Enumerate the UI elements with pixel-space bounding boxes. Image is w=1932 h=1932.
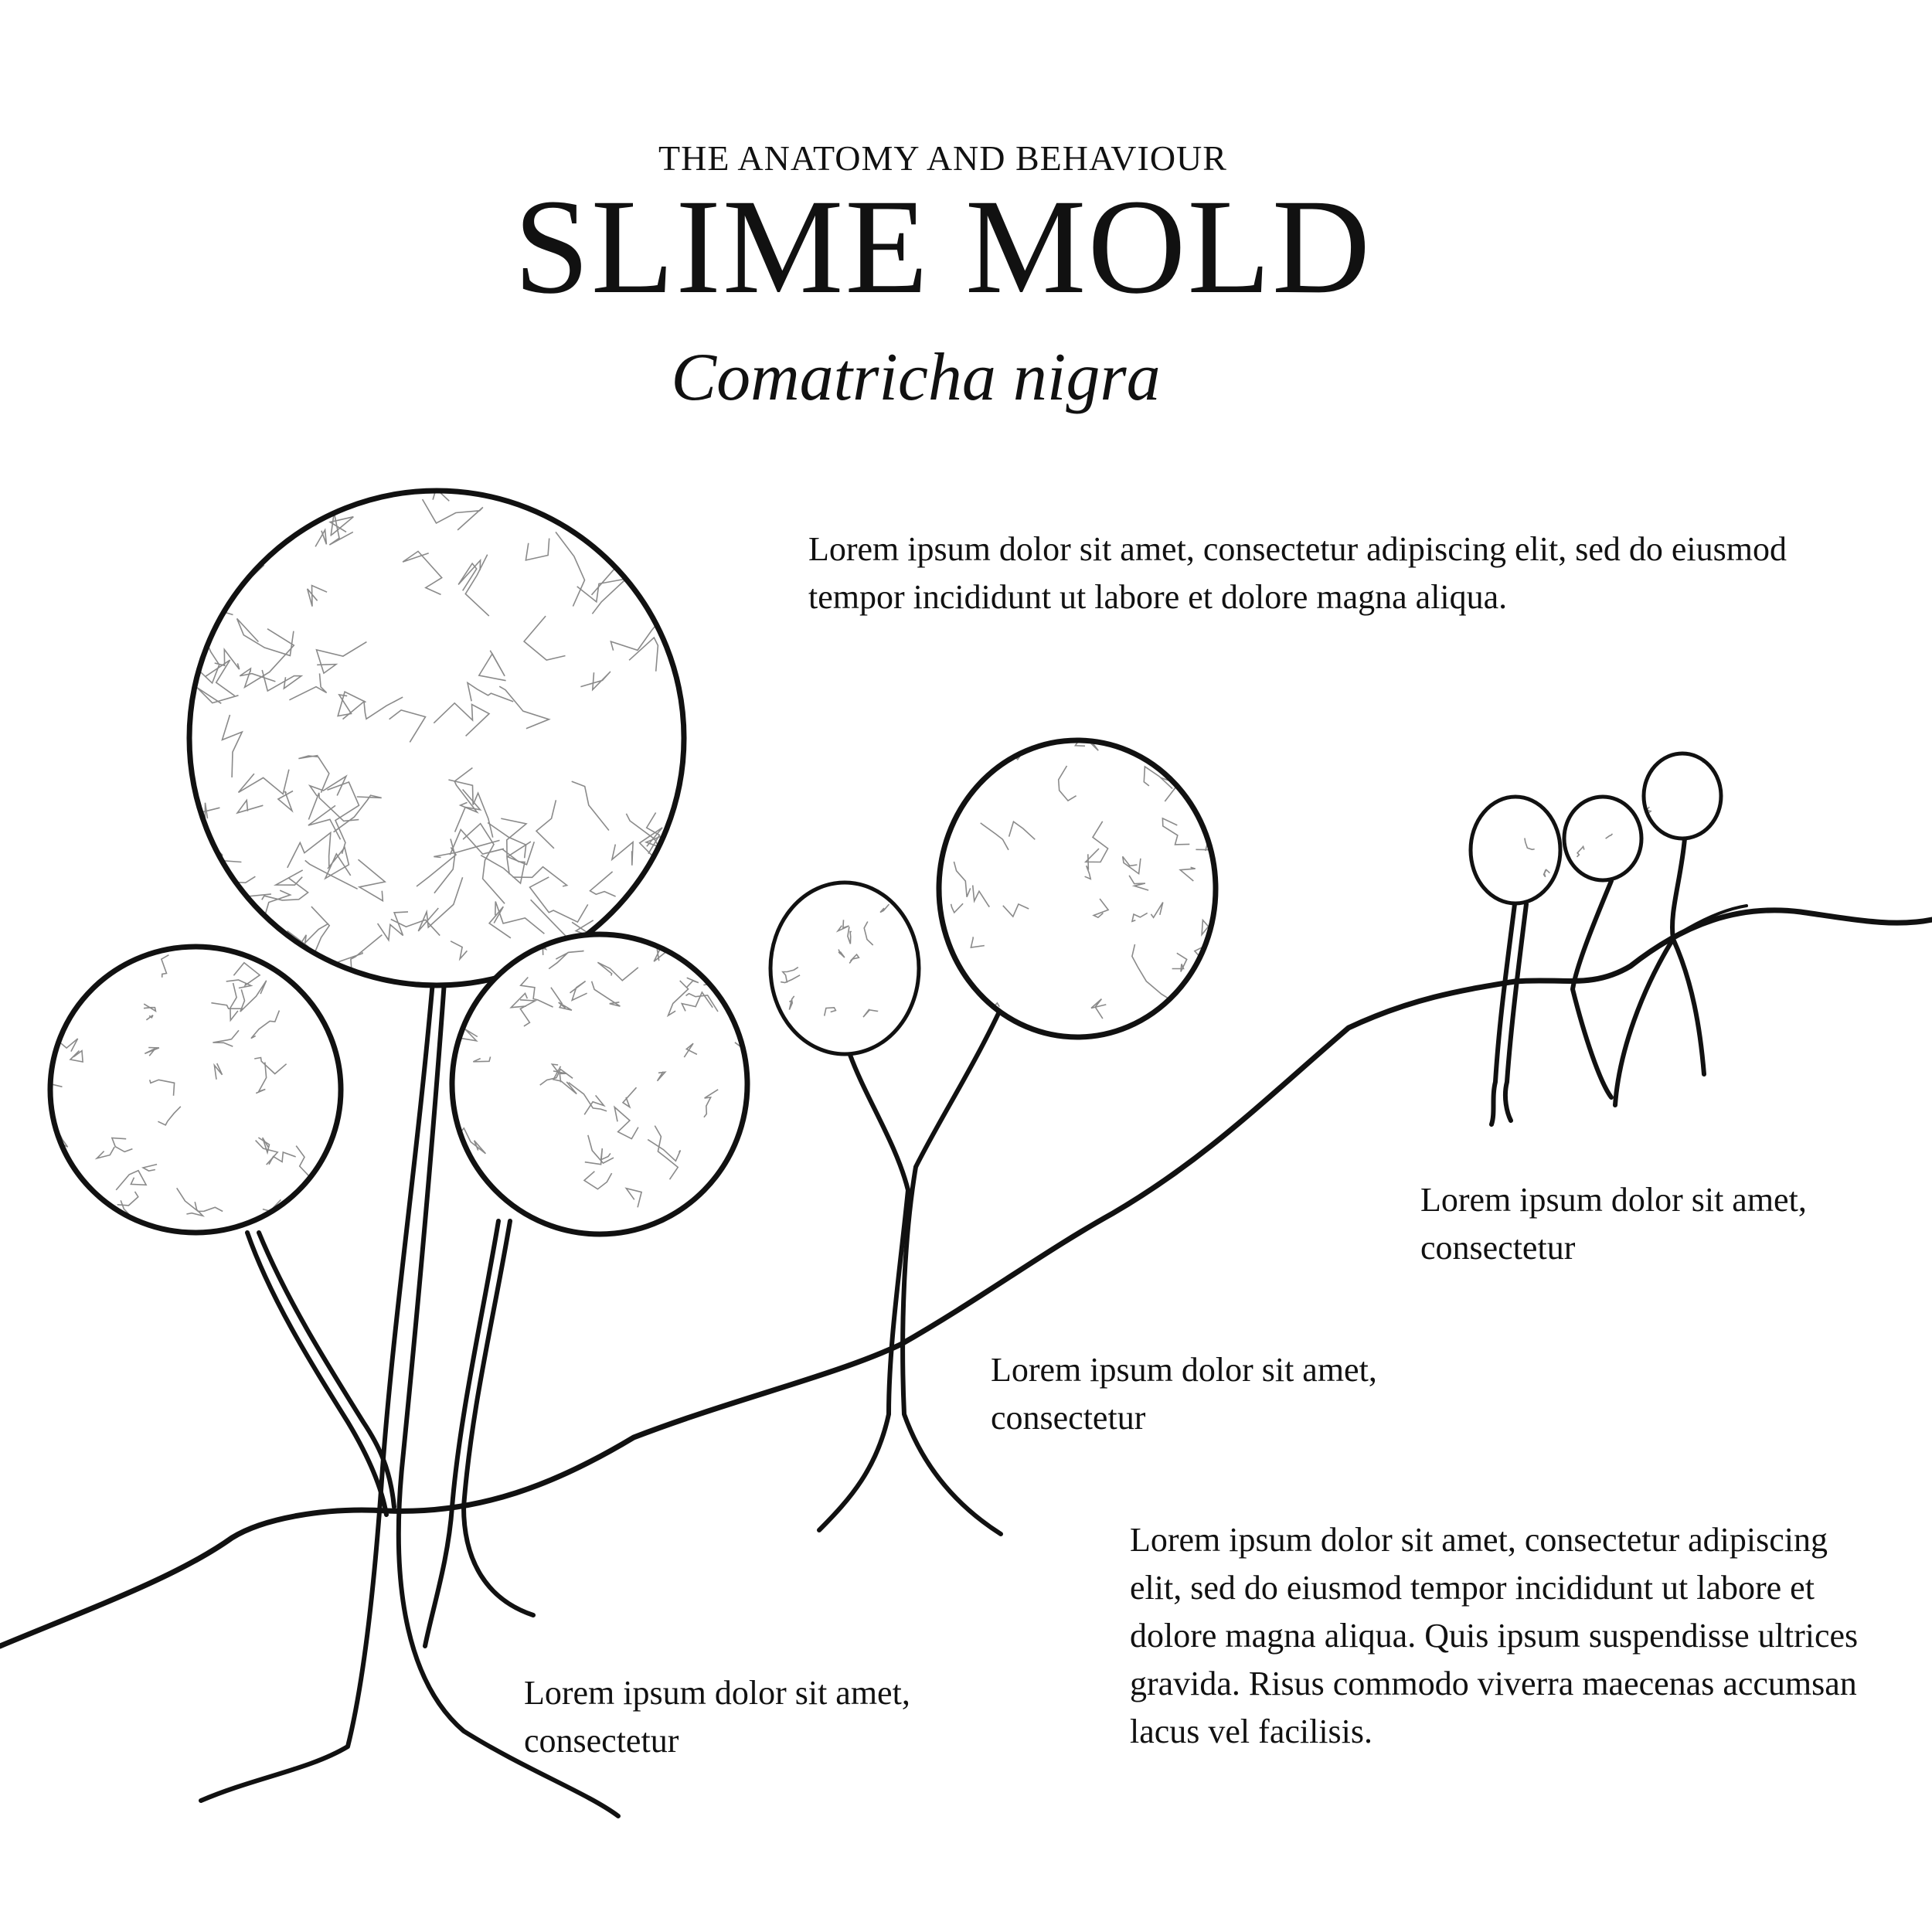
sporangium-left-outline <box>47 944 344 1236</box>
annotation-paragraph: Lorem ipsum dolor sit amet, consectetur … <box>1130 1521 1859 1750</box>
page-title: SLIME MOLD <box>513 172 1372 322</box>
sporangium-left <box>47 944 344 1236</box>
sporangium-mid-small <box>768 880 921 1056</box>
sporangium-far-2 <box>1562 794 1644 883</box>
sporangium-right-outline <box>449 931 750 1237</box>
sporangium-mid-large-outline <box>936 737 1219 1040</box>
stalk-far-3 <box>1670 836 1706 1077</box>
sporangium-mid-small-texture <box>780 903 900 1054</box>
stalk-far-3b <box>1613 937 1675 1107</box>
sporangium-far-3 <box>1641 751 1723 841</box>
stalk-left-head-2 <box>257 1230 396 1509</box>
annotation-right: Lorem ipsum dolor sit amet, consectetur <box>1420 1181 1807 1267</box>
stalk-far-1b <box>1502 902 1529 1123</box>
sporangium-far-1 <box>1468 794 1563 906</box>
sporangium-far-3-outline <box>1641 751 1723 841</box>
stalk-far-1 <box>1489 902 1517 1127</box>
sporangium-mid-small-outline <box>768 880 921 1056</box>
sporangium-large-outline <box>186 488 687 988</box>
annotation-middle: Lorem ipsum dolor sit amet, consectetur <box>991 1351 1377 1437</box>
annotation-top: Lorem ipsum dolor sit amet, consectetur … <box>808 530 1787 616</box>
stalk-right-head <box>461 1219 536 1617</box>
stalk-main-left <box>199 979 435 1803</box>
stalk-right-head-2 <box>423 1219 501 1648</box>
stalk-far-2 <box>1570 879 1614 1100</box>
species-name: Comatricha nigra <box>671 340 1161 415</box>
annotation-left: Lorem ipsum dolor sit amet, consectetur <box>524 1674 910 1760</box>
sporangium-far-2-outline <box>1562 794 1644 883</box>
stalk-left-head <box>245 1230 389 1517</box>
header-kicker: THE ANATOMY AND BEHAVIOUR <box>658 138 1227 178</box>
stalk-mid-large <box>900 1006 1003 1536</box>
sporangium-far-1-outline <box>1468 794 1563 906</box>
sporangium-large <box>186 488 687 988</box>
sporangium-mid-large <box>936 737 1219 1040</box>
stalk-mid-small <box>817 1053 910 1532</box>
stalk-main-right <box>396 979 621 1818</box>
ground-ridge <box>1629 904 1748 968</box>
